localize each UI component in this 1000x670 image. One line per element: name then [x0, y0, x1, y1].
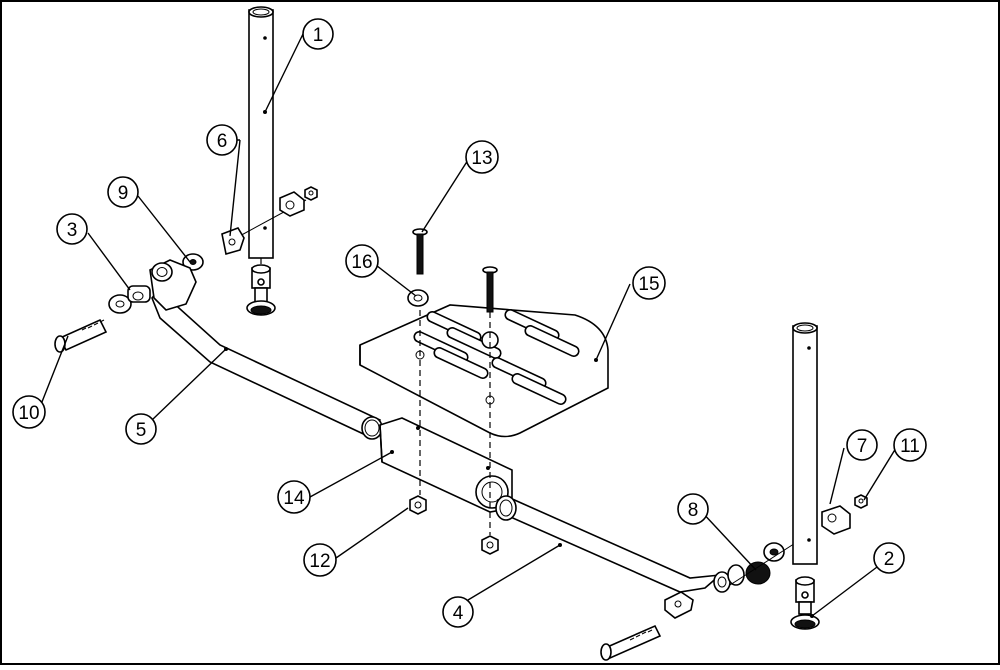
right-vertical-tube: [792, 322, 818, 565]
right-caster-stem: [790, 576, 820, 630]
callout-14: 14: [277, 480, 311, 514]
callout-5: 5: [125, 413, 157, 445]
right-bracket-and-bolt: [600, 539, 801, 661]
callout-6: 6: [206, 124, 238, 156]
callout-16: 16: [345, 244, 379, 278]
callout-3: 3: [56, 213, 88, 245]
callout-9-label: 9: [118, 183, 129, 204]
callout-1: 1: [302, 18, 334, 50]
assembly-axes: [260, 258, 491, 535]
left-bent-tube: [151, 286, 383, 440]
footplate-slots: [413, 309, 580, 405]
callout-15: 15: [632, 266, 666, 300]
callout-8: 8: [677, 493, 709, 525]
callout-6-label: 6: [217, 131, 228, 152]
callout-14-label: 14: [283, 488, 305, 509]
callout-11-label: 11: [900, 436, 920, 457]
callout-13-label: 13: [471, 148, 492, 169]
callout-13: 13: [465, 140, 499, 174]
callout-11: 11: [893, 428, 927, 462]
callout-12: 12: [303, 543, 337, 577]
callout-4-label: 4: [453, 603, 464, 624]
nuts: [409, 495, 499, 555]
callout-1-label: 1: [313, 25, 324, 46]
callout-16-label: 16: [351, 252, 372, 273]
callout-2-label: 2: [884, 549, 895, 570]
left-upper-hardware: [182, 186, 318, 271]
right-long-tube: [495, 495, 723, 593]
callout-4: 4: [442, 596, 474, 628]
callout-2: 2: [873, 542, 905, 574]
callout-15-label: 15: [638, 274, 659, 295]
callout-10: 10: [12, 395, 46, 429]
right-upper-hardware: [821, 494, 868, 535]
left-caster-stem: [246, 264, 276, 316]
callout-5-label: 5: [136, 420, 147, 441]
callout-7-label: 7: [857, 436, 868, 457]
left-bolt-assembly: [54, 285, 151, 353]
callout-10-label: 10: [18, 403, 39, 424]
left-bracket-clamp: [149, 259, 197, 311]
callout-8-label: 8: [688, 500, 699, 521]
callout-3-label: 3: [67, 220, 78, 241]
callout-12-label: 12: [309, 551, 330, 572]
callout-9: 9: [107, 176, 139, 208]
footplate: [359, 304, 609, 438]
callout-7: 7: [846, 429, 878, 461]
